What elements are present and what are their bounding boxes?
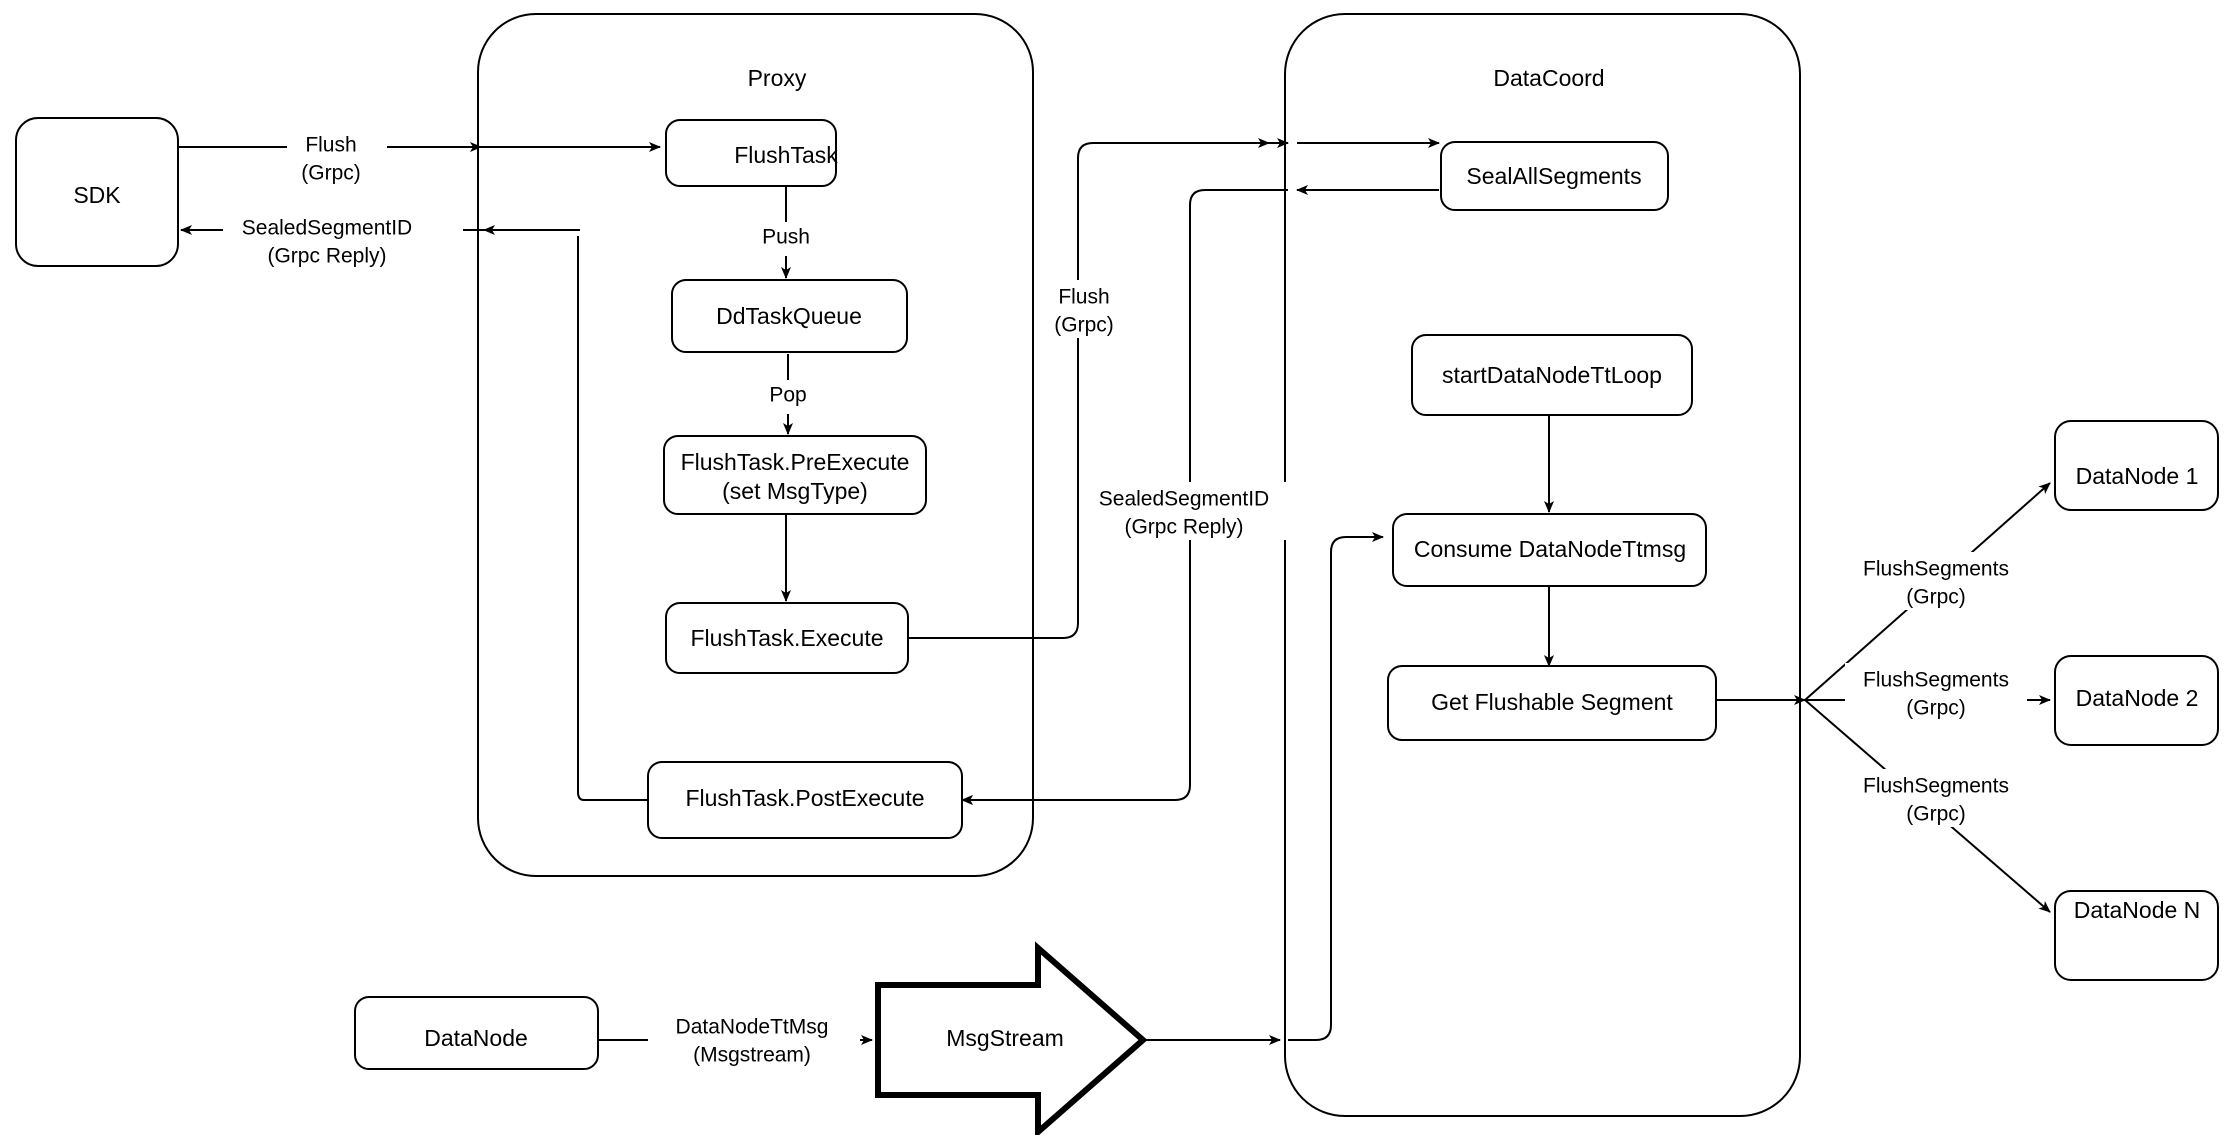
node-preexecute[interactable]: FlushTask.PreExecute (set MsgType) xyxy=(663,435,927,515)
node-startdatanodettloop[interactable]: startDataNodeTtLoop xyxy=(1411,334,1693,416)
node-datanode-2[interactable]: DataNode 2 xyxy=(2054,655,2219,746)
flush-grpc-label-line2: (Grpc) xyxy=(301,162,361,185)
edge-label-sealedsegmentid-reply-2: SealedSegmentID (Grpc Reply) xyxy=(1088,482,1286,540)
sealedsegmentid2-label-line2: (Grpc Reply) xyxy=(1124,516,1243,539)
get-flushable-segment-box[interactable] xyxy=(1387,665,1717,741)
node-flushtask[interactable]: FlushTask xyxy=(665,119,838,187)
flush-grpc2-label-bg xyxy=(1036,280,1132,338)
datanodettmsg-label-line2: (Msgstream) xyxy=(693,1044,811,1067)
consume-datanodettmsg-box[interactable] xyxy=(1392,513,1707,587)
datanode-2-label: DataNode 2 xyxy=(2076,685,2199,711)
datanode-source-box[interactable] xyxy=(354,996,599,1070)
sealedsegmentid2-label-bg xyxy=(1088,482,1286,540)
flushtask-box[interactable] xyxy=(665,119,837,187)
msgstream-label: MsgStream xyxy=(946,1025,1064,1051)
get-flushable-segment-label: Get Flushable Segment xyxy=(1431,689,1673,715)
ddtaskqueue-box[interactable] xyxy=(671,279,908,353)
pop-label: Pop xyxy=(769,384,806,407)
edge-msgstream-to-consume xyxy=(1288,532,1384,1041)
datanode-1-label: DataNode 1 xyxy=(2076,463,2199,489)
preexecute-box[interactable] xyxy=(663,435,927,515)
startdatanodettloop-box[interactable] xyxy=(1411,334,1693,416)
datacoord-container-label: DataCoord xyxy=(1493,65,1604,91)
startdatanodettloop-label: startDataNodeTtLoop xyxy=(1442,362,1662,388)
datanode-1-box[interactable] xyxy=(2054,420,2219,511)
edge-label-pop: Pop xyxy=(756,380,820,414)
edge-label-sealedsegmentid-reply: SealedSegmentID (Grpc Reply) xyxy=(223,211,463,269)
flushsegmentsn-label-bg xyxy=(1845,769,2027,827)
proxy-container-label: Proxy xyxy=(748,65,807,91)
preexecute-label-line2: (set MsgType) xyxy=(722,478,868,504)
preexecute-label-line1: FlushTask.PreExecute xyxy=(681,449,910,475)
sealedsegmentid-label-line2: (Grpc Reply) xyxy=(267,245,386,268)
sdk-label: SDK xyxy=(73,182,121,208)
edge-label-flushsegments-2: FlushSegments (Grpc) xyxy=(1845,663,2027,721)
msgstream-block-arrow[interactable] xyxy=(875,941,1148,1135)
edge-label-datanodettmsg: DataNodeTtMsg (Msgstream) xyxy=(648,1010,860,1068)
datanode-n-box[interactable] xyxy=(2054,890,2219,981)
flushsegments1-label-bg xyxy=(1845,552,2027,610)
datanode-2-box[interactable] xyxy=(2054,655,2219,746)
flushsegmentsn-label-line2: (Grpc) xyxy=(1906,803,1966,826)
ddtaskqueue-label: DdTaskQueue xyxy=(716,303,862,329)
pop-label-bg xyxy=(756,380,820,414)
node-datanode-1[interactable]: DataNode 1 xyxy=(2054,420,2219,511)
datanode-n-label: DataNode N xyxy=(2074,897,2201,923)
flushtask-label: FlushTask xyxy=(734,142,838,168)
edge-postexecute-to-reply-riser xyxy=(577,236,648,801)
flushsegments1-label-line2: (Grpc) xyxy=(1906,586,1966,609)
sealedsegmentid-label-line1: SealedSegmentID xyxy=(242,217,412,240)
sealedsegmentid-label-bg xyxy=(223,211,463,269)
edge-label-push: Push xyxy=(749,222,823,256)
flushsegments2-label-bg xyxy=(1845,663,2027,721)
node-sdk[interactable]: SDK xyxy=(15,117,179,267)
node-msgstream[interactable]: MsgStream xyxy=(875,941,1148,1135)
postexecute-label: FlushTask.PostExecute xyxy=(685,785,924,811)
node-ddtaskqueue[interactable]: DdTaskQueue xyxy=(671,279,908,353)
edge-label-flushsegments-n: FlushSegments (Grpc) xyxy=(1845,769,2027,827)
node-get-flushable-segment[interactable]: Get Flushable Segment xyxy=(1387,665,1717,741)
edge-label-flush-grpc-2: Flush (Grpc) xyxy=(1036,280,1132,338)
flush-grpc-label-line1: Flush xyxy=(305,134,356,157)
datanodettmsg-label-line1: DataNodeTtMsg xyxy=(676,1016,829,1039)
edge-label-flush-grpc: Flush (Grpc) xyxy=(287,128,387,186)
datanode-source-label: DataNode xyxy=(424,1025,528,1051)
flushsegments2-label-line2: (Grpc) xyxy=(1906,697,1966,720)
node-postexecute[interactable]: FlushTask.PostExecute xyxy=(647,761,963,839)
node-sealallsegments[interactable]: SealAllSegments xyxy=(1440,141,1669,211)
flushsegments2-label-line1: FlushSegments xyxy=(1863,669,2009,692)
datanodettmsg-label-bg xyxy=(648,1010,860,1068)
sealallsegments-box[interactable] xyxy=(1440,141,1669,211)
node-consume-datanodettmsg[interactable]: Consume DataNodeTtmsg xyxy=(1392,513,1707,587)
execute-box[interactable] xyxy=(665,602,909,674)
sealallsegments-label: SealAllSegments xyxy=(1466,163,1641,189)
flush-grpc2-label-line1: Flush xyxy=(1058,286,1109,309)
push-label: Push xyxy=(762,226,810,249)
node-execute[interactable]: FlushTask.Execute xyxy=(665,602,909,674)
postexecute-box[interactable] xyxy=(647,761,963,839)
flushsegmentsn-label-line1: FlushSegments xyxy=(1863,775,2009,798)
flush-grpc2-label-line2: (Grpc) xyxy=(1054,314,1114,337)
sealedsegmentid2-label-line1: SealedSegmentID xyxy=(1099,488,1269,511)
sdk-box[interactable] xyxy=(15,117,179,267)
push-label-bg xyxy=(749,222,823,256)
edge-execute-to-sealallsegments xyxy=(908,138,1270,639)
flushsegments1-label-line1: FlushSegments xyxy=(1863,558,2009,581)
flush-grpc-label-bg xyxy=(287,128,387,186)
node-datanode-n[interactable]: DataNode N xyxy=(2054,890,2219,981)
execute-label: FlushTask.Execute xyxy=(690,625,883,651)
node-datanode-source[interactable]: DataNode xyxy=(354,996,599,1070)
consume-datanodettmsg-label: Consume DataNodeTtmsg xyxy=(1414,536,1686,562)
edge-label-flushsegments-1: FlushSegments (Grpc) xyxy=(1845,552,2027,610)
